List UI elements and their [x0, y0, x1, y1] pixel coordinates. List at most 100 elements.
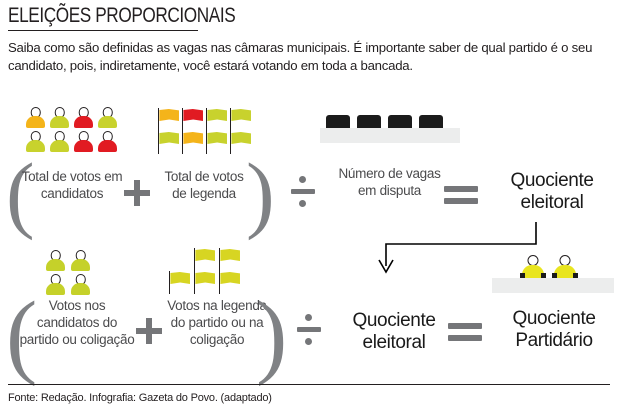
divide-operator-top — [291, 176, 315, 209]
person-icon — [71, 250, 90, 271]
flag-icon — [158, 108, 179, 131]
plus-operator-top — [124, 180, 150, 206]
flag-cloth — [220, 272, 240, 284]
person-body — [522, 265, 544, 279]
flag-pole — [182, 131, 184, 154]
person-body — [50, 140, 69, 152]
person-icon — [98, 131, 117, 152]
person-icon — [26, 107, 45, 128]
result-quociente-eleitoral-top: Quociente eleitoral — [510, 170, 594, 213]
person-body — [71, 259, 90, 271]
flag-icon — [219, 271, 240, 294]
flag-cloth — [220, 249, 240, 261]
seat-icon — [357, 115, 381, 129]
person-icon — [46, 250, 65, 271]
divide-operator-bottom — [297, 314, 321, 347]
person-icon — [98, 107, 117, 128]
footer-divider — [8, 384, 610, 385]
equals-operator-top — [444, 186, 478, 204]
person-body — [74, 140, 93, 152]
person-body — [98, 116, 117, 128]
subtitle-text: Saiba como são definidas as vagas nas câ… — [8, 40, 593, 73]
flag-icon — [206, 131, 227, 154]
bench-base — [492, 278, 614, 293]
flag-icon — [230, 131, 251, 154]
person-icon — [50, 107, 69, 128]
flag-cloth — [207, 132, 227, 144]
flag-cloth — [159, 132, 179, 144]
flag-cloth — [159, 109, 179, 121]
flag-pole — [206, 131, 208, 154]
seat-icon — [326, 115, 350, 129]
armrest-right — [541, 273, 546, 278]
open-paren-bottom: ( — [6, 283, 38, 387]
infographic-header: ELEIÇÕES PROPORCIONAIS Saiba como são de… — [8, 4, 612, 74]
person-body — [26, 140, 45, 152]
flag-cloth — [183, 132, 203, 144]
armrest-left — [520, 273, 525, 278]
flag-pole — [182, 108, 184, 131]
footer-source: Fonte: Redação. Infografia: Gazeta do Po… — [8, 392, 272, 404]
flag-pole — [194, 271, 196, 294]
flag-icon — [169, 271, 190, 294]
seated-people-bench-icon — [492, 255, 614, 293]
label-quociente-eleitoral-bottom: Quociente eleitoral — [352, 310, 436, 353]
person-icon — [50, 131, 69, 152]
label-total-votos-candidatos: Total de votos em candidatos — [21, 169, 123, 201]
flag-cloth — [231, 109, 251, 121]
flag-pole — [158, 108, 160, 131]
seat-icon — [388, 115, 412, 129]
flag-icon — [158, 131, 179, 154]
bench-seats-icon — [320, 110, 460, 148]
person-body — [26, 116, 45, 128]
plus-operator-bottom — [136, 318, 162, 344]
flag-pole — [206, 108, 208, 131]
flags-grid-icon-top — [158, 108, 251, 154]
person-body — [50, 116, 69, 128]
label-numero-vagas: Número de vagas em disputa — [338, 166, 441, 198]
flag-icon — [219, 248, 240, 271]
open-paren-top: ( — [6, 145, 35, 241]
flag-pole — [158, 131, 160, 154]
flag-pole — [194, 248, 196, 271]
flag-cloth — [183, 109, 203, 121]
flag-icon — [194, 271, 215, 294]
label-votos-candidatos-partido: Votos nos candidatos do partido ou colig… — [19, 298, 135, 347]
person-body — [554, 265, 576, 279]
person-body — [74, 116, 93, 128]
person-icon — [26, 131, 45, 152]
person-icon — [71, 274, 90, 295]
flag-icon — [182, 108, 203, 131]
flag-cloth — [207, 109, 227, 121]
flag-cloth — [195, 272, 215, 284]
armrest-right — [573, 273, 578, 278]
label-total-votos-legenda: Total de votos de legenda — [164, 169, 244, 201]
people-grid-icon-top — [26, 107, 118, 153]
person-body — [71, 283, 90, 295]
people-grid-icon-bottom — [46, 250, 94, 296]
seated-person-icon — [520, 255, 546, 279]
person-icon — [74, 131, 93, 152]
flag-cloth — [170, 272, 190, 284]
flag-icon — [194, 248, 215, 271]
result-quociente-partidario: Quociente Partidário — [512, 308, 596, 351]
equals-operator-bottom — [448, 323, 482, 341]
label-votos-legenda-partido: Votos na legenda do partido ou na coliga… — [167, 298, 267, 347]
person-body — [46, 259, 65, 271]
person-icon — [74, 107, 93, 128]
flag-pole — [219, 271, 221, 294]
armrest-left — [552, 273, 557, 278]
down-arrow-icon — [378, 222, 537, 274]
flag-icon — [206, 108, 227, 131]
flag-pole — [169, 271, 171, 294]
flag-cloth — [195, 249, 215, 261]
seat-icon — [419, 115, 443, 129]
person-body — [46, 283, 65, 295]
flag-pole — [230, 131, 232, 154]
flag-pole — [230, 108, 232, 131]
close-paren-bottom: ) — [256, 283, 288, 387]
flag-pole — [219, 248, 221, 271]
flag-cloth — [231, 132, 251, 144]
close-paren-top: ) — [246, 145, 275, 241]
seated-person-icon — [552, 255, 578, 279]
